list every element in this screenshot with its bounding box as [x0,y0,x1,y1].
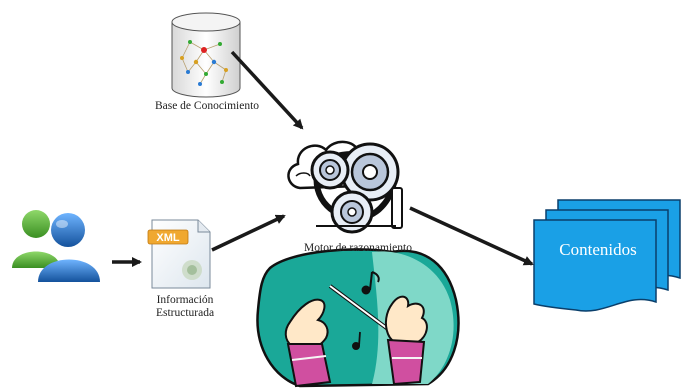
arrow-xml-to-engine [211,214,286,252]
arrow-kb-to-engine [230,50,304,130]
arrow-engine-to-contents [409,206,534,266]
contents-label: Contenidos [559,240,637,259]
knowledge-base-label: Base de Conocimiento [154,100,260,112]
structured-info-label: Información Estructurada [140,294,230,320]
xml-document-icon: XML [147,219,211,289]
gears-icon [287,140,403,234]
reasoning-engine-label: Motor de razonamiento [304,242,412,254]
users-icon [12,210,100,282]
structured-info-label-line2: Estructurada [155,307,215,319]
xml-badge-text: XML [156,232,180,244]
stacked-documents-icon [533,199,681,312]
conductor-hands-icon [256,248,460,388]
structured-info-label-line1: Información [156,294,214,306]
database-icon [171,12,241,98]
